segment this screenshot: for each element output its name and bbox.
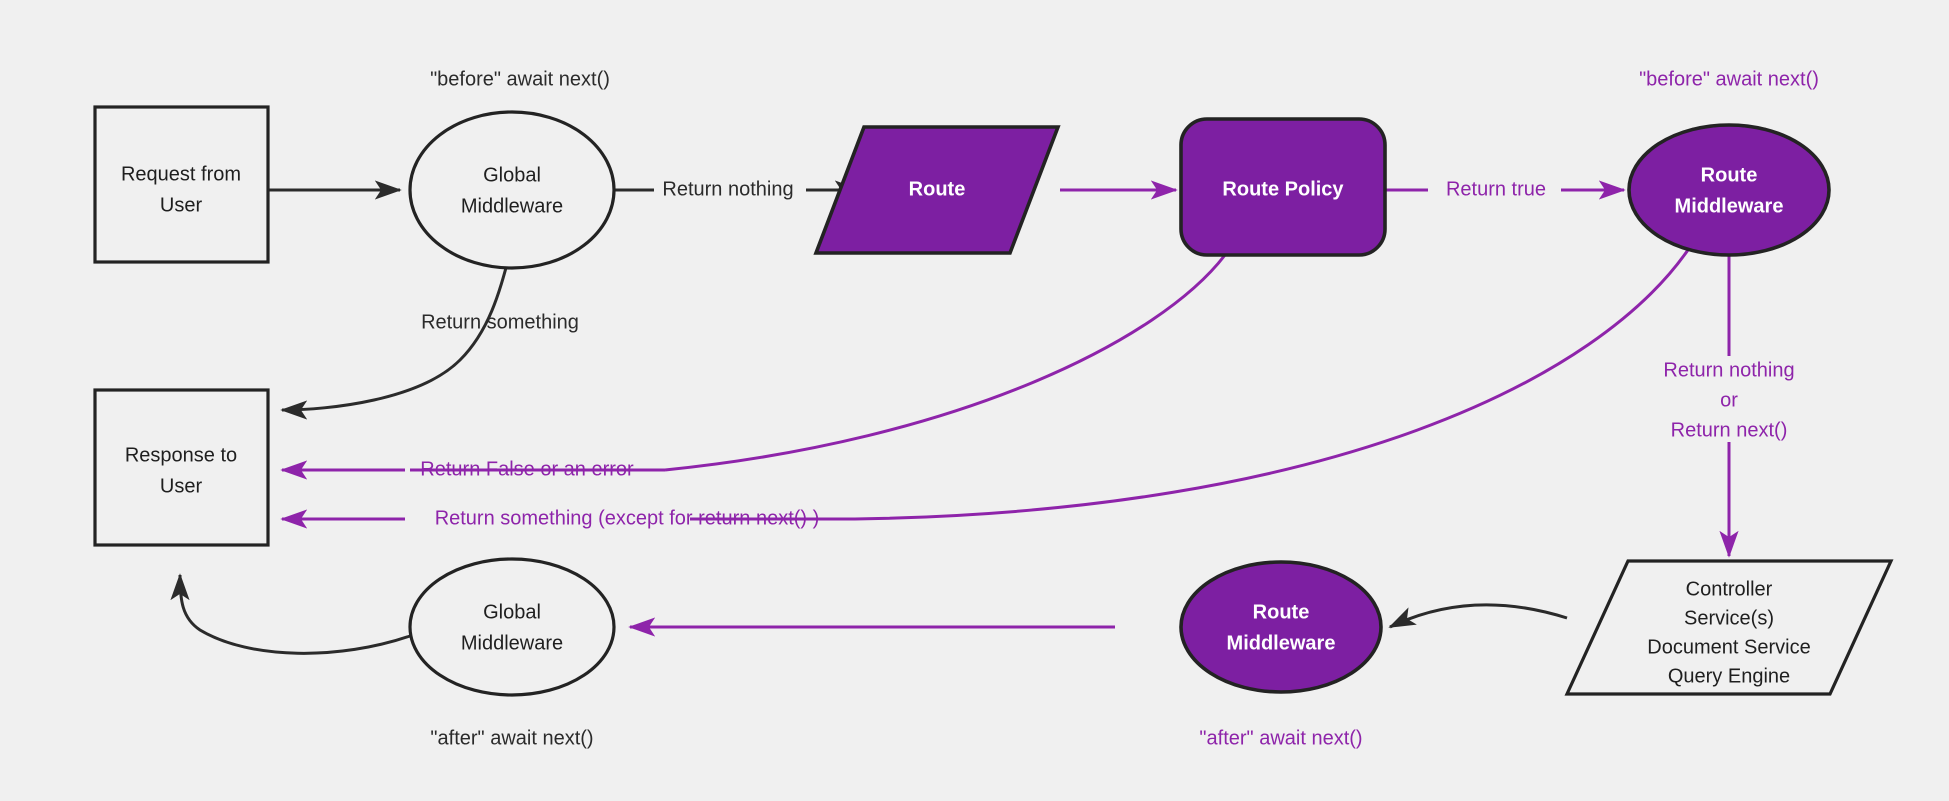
- node-response-label-line1: Response to: [125, 444, 237, 466]
- edge-label-return-nothing-or-next-line1: Return nothing: [1663, 359, 1794, 381]
- node-controller-services[interactable]: [1564, 559, 1894, 696]
- node-route-middleware-top[interactable]: [1627, 123, 1831, 257]
- edge-label-return-nothing: Return nothing: [662, 178, 793, 200]
- node-request-from-user[interactable]: [93, 105, 270, 264]
- edge-policy-return-false-curve: [664, 254, 1227, 472]
- node-route-label: Route: [909, 178, 966, 200]
- node-response-to-user[interactable]: [93, 388, 270, 547]
- node-controller-line1: Controller: [1686, 578, 1773, 600]
- edge-label-return-nothing-or-next-line3: Return next(): [1671, 419, 1788, 441]
- edge-middleware-return-something-curve: [854, 246, 1692, 521]
- node-route-policy[interactable]: [1179, 117, 1387, 257]
- node-request-label-line1: Request from: [121, 163, 241, 185]
- edge-label-return-nothing-or-next-line2: or: [1720, 389, 1738, 411]
- node-route-middleware-bottom[interactable]: [1179, 560, 1383, 694]
- node-route[interactable]: [813, 125, 1061, 255]
- node-controller-line2: Service(s): [1684, 607, 1774, 629]
- node-global-middleware-bottom[interactable]: [408, 557, 616, 697]
- annotation-after-await-next-route: "after" await next(): [1199, 727, 1362, 749]
- node-route-middleware-top-line1: Route: [1701, 164, 1758, 186]
- node-request-label-line2: User: [160, 194, 203, 216]
- node-controller-line3: Document Service: [1647, 636, 1810, 658]
- node-global-middleware-bottom-line1: Global: [483, 601, 541, 623]
- annotation-after-await-next-global: "after" await next(): [430, 727, 593, 749]
- node-global-middleware-top-line2: Middleware: [461, 195, 563, 217]
- edge-global-middleware-bottom-to-response: [170, 573, 411, 655]
- edge-label-return-something-top: Return something: [421, 311, 579, 333]
- node-response-label-line2: User: [160, 475, 203, 497]
- annotation-before-await-next-global: "before" await next(): [430, 68, 610, 90]
- node-route-policy-label: Route Policy: [1222, 178, 1344, 200]
- edge-label-return-false-or-error: Return False or an error: [420, 458, 634, 480]
- node-route-middleware-top-line2: Middleware: [1675, 195, 1784, 217]
- node-global-middleware-bottom-line2: Middleware: [461, 632, 563, 654]
- edge-label-return-true: Return true: [1446, 178, 1546, 200]
- edge-label-return-something-except: Return something (except for return next…: [435, 507, 820, 529]
- node-global-middleware-top-line1: Global: [483, 164, 541, 186]
- node-route-middleware-bottom-line1: Route: [1253, 601, 1310, 623]
- annotation-before-await-next-route: "before" await next(): [1639, 68, 1819, 90]
- node-global-middleware-top[interactable]: [408, 110, 616, 270]
- node-controller-line4: Query Engine: [1668, 665, 1790, 687]
- edge-global-middleware-return-something: [280, 252, 512, 420]
- edge-controller-to-route-middleware-bottom: [1388, 603, 1568, 629]
- node-route-middleware-bottom-line2: Middleware: [1227, 632, 1336, 654]
